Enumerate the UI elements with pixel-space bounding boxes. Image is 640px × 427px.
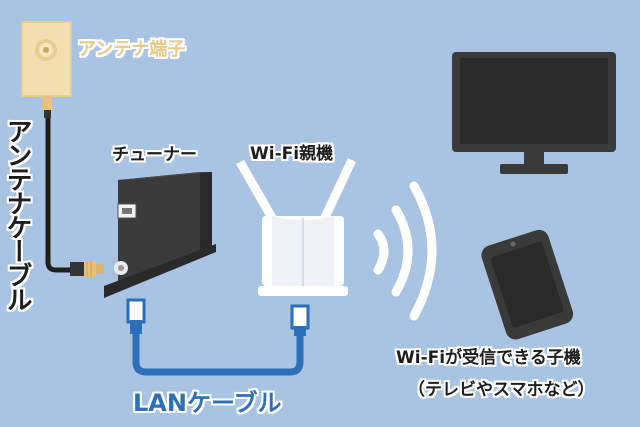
wifi-router — [236, 158, 356, 296]
antenna-cable — [42, 96, 104, 277]
tv-icon — [452, 52, 616, 174]
child-device-label-line2: （テレビやスマホなど） — [408, 380, 595, 400]
wifi-waves — [373, 181, 437, 321]
wifi-router-label: Wi-Fi親機 — [250, 144, 334, 164]
child-device-label-line1: Wi-Fiが受信できる子機 — [396, 348, 581, 368]
lan-cable-label: LANケーブル — [133, 389, 282, 417]
smartphone-icon — [481, 229, 574, 340]
tuner-label: チューナー — [112, 145, 197, 165]
tuner-box — [104, 172, 216, 298]
antenna-cable-label: アンテナケーブル — [2, 118, 32, 310]
antenna-terminal-label: アンテナ端子 — [78, 39, 186, 60]
lan-cable — [126, 298, 310, 376]
antenna-wall-plate — [21, 21, 72, 97]
